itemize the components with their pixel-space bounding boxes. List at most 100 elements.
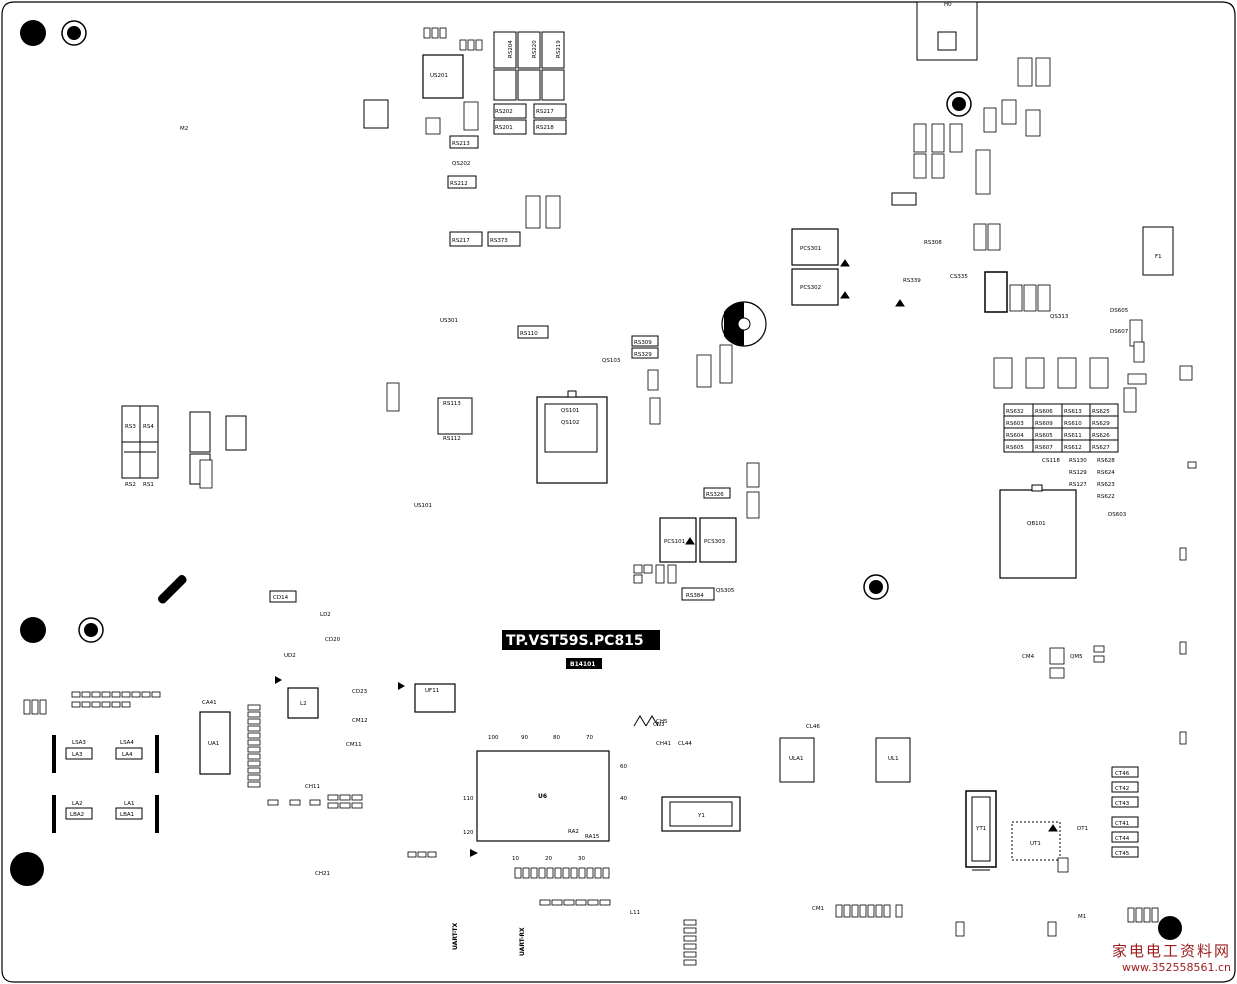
ic-us201 <box>422 54 464 99</box>
main-ic-ra2: RA2 <box>568 829 579 835</box>
pin-10: 10 <box>512 856 519 862</box>
ic-uf11 <box>414 683 456 713</box>
silkscreen-label: RS625 <box>1092 409 1110 415</box>
silkscreen-label: RS217 <box>536 109 554 115</box>
silkscreen-label: QS202 <box>452 161 470 167</box>
y1-label: Y1 <box>697 813 705 819</box>
ud2-label: UD2 <box>284 653 296 659</box>
silkscreen-label: RS622 <box>1097 494 1115 500</box>
flash-label: UA1 <box>208 741 219 747</box>
silkscreen-label: CA41 <box>202 700 217 706</box>
silkscreen-label: RS628 <box>1097 458 1115 464</box>
silkscreen-label: CM4 <box>1022 654 1035 660</box>
silkscreen-label: LA4 <box>122 752 133 758</box>
silkscreen-label: CD14 <box>273 595 289 601</box>
qs102-label: QS102 <box>561 420 579 426</box>
tuner-ul1 <box>875 737 911 783</box>
pcs101-label: PCS101 <box>664 539 685 545</box>
silkscreen-label: LA3 <box>72 752 83 758</box>
silkscreen-label: CT45 <box>1115 851 1130 857</box>
silkscreen-label: LA1 <box>124 801 134 807</box>
silkscreen-label: QS103 <box>602 358 621 364</box>
connector-h0: H0 <box>916 1 978 61</box>
silkscreen-label: QM5 <box>1070 654 1083 660</box>
silkscreen-label: CS335 <box>950 274 968 280</box>
silkscreen-label: DS607 <box>1110 329 1129 335</box>
silkscreen-label: RS632 <box>1006 409 1024 415</box>
pin-60: 60 <box>620 764 627 770</box>
board-subtitle: B14101 <box>570 661 595 668</box>
pcs302-label: PCS302 <box>800 285 821 291</box>
board-title-block: TP.VST59S.PC815 B14101 <box>502 630 660 669</box>
silkscreen-label: RS127 <box>1069 482 1087 488</box>
left-la-block: LSA3 LA3 LSA4 LA4 LA2 LBA2 LA1 LBA1 CA41 <box>52 700 217 833</box>
pin-80: 80 <box>553 735 560 741</box>
silkscreen-label: RS204 <box>508 40 514 58</box>
hole-label-m2: M2 <box>180 126 188 132</box>
silkscreen-label: CH41 <box>656 741 671 747</box>
watermark-title: 家电电工资料网 <box>1111 942 1231 960</box>
silkscreen-label: RS605 <box>1006 445 1024 451</box>
yt1-label: YT1 <box>975 826 986 832</box>
electrolytic-cap-zs301 <box>721 301 767 347</box>
silkscreen-label: CM12 <box>352 718 368 724</box>
ut1-label: UT1 <box>1030 841 1041 847</box>
qb101-label: QB101 <box>1027 521 1046 527</box>
silkscreen-label: RS3 <box>125 424 136 430</box>
ut1-outline <box>1011 821 1061 861</box>
silkscreen-label: RS627 <box>1092 445 1110 451</box>
watermark-url: www.352558561.cn <box>1122 961 1231 974</box>
main-ic-ra15: RA15 <box>585 834 600 840</box>
connector-cn3: CN3 <box>653 722 665 728</box>
silkscreen-label: DS605 <box>1110 308 1129 314</box>
board-title: TP.VST59S.PC815 <box>506 633 644 649</box>
mid-labels: RS110 QS103 RS309 RS329 RS113 RS112 US10… <box>414 192 1069 601</box>
silkscreen-label: RS605 <box>1035 433 1053 439</box>
silkscreen-label: LBA2 <box>70 812 84 818</box>
silkscreen-label: RS611 <box>1064 433 1082 439</box>
silkscreen-label: CL44 <box>678 741 692 747</box>
f1-label: F1 <box>1155 254 1162 260</box>
silkscreen-label: LD2 <box>320 612 331 618</box>
silkscreen-label: CT42 <box>1115 786 1129 792</box>
pin-120: 120 <box>463 830 474 836</box>
silkscreen-label: CT46 <box>1115 771 1130 777</box>
silkscreen-label: RS623 <box>1097 482 1115 488</box>
top-resistor-cluster <box>363 31 567 247</box>
silkscreen-label: RS212 <box>450 181 468 187</box>
silkscreen-label: US301 <box>440 318 458 324</box>
silkscreen-label: RS384 <box>686 593 704 599</box>
heatsink-qs101: QS101 QS102 <box>536 390 608 484</box>
main-ic-label: U6 <box>538 793 547 800</box>
pin-30: 30 <box>578 856 585 862</box>
us201-label: US201 <box>430 73 448 79</box>
silkscreen-label: LBA1 <box>120 812 134 818</box>
watermark: 家电电工资料网 www.352558561.cn <box>1112 940 1231 974</box>
silkscreen-lines <box>124 259 1058 871</box>
silkscreen-label: RS624 <box>1097 470 1115 476</box>
uf11-label: UF11 <box>425 688 439 694</box>
crystal-y1: Y1 <box>661 796 741 832</box>
pin-100: 100 <box>488 735 499 741</box>
silkscreen-label: DT1 <box>1077 826 1088 832</box>
silkscreen-label: RS309 <box>634 340 652 346</box>
silkscreen-label: CD23 <box>352 689 368 695</box>
bottom-labels: CD14 LD2 CD20 CD23 CM12 CM11 CH11 CH21 C… <box>269 590 1139 916</box>
silkscreen-label: QS313 <box>1050 314 1069 320</box>
silkscreen-label: QS305 <box>716 588 735 594</box>
silkscreen-label: RS130 <box>1069 458 1087 464</box>
uart-rx-label: UART-RX <box>519 927 526 956</box>
pin-70: 70 <box>586 735 593 741</box>
silkscreen-label: CD20 <box>325 637 341 643</box>
silkscreen-label: RS629 <box>1092 421 1110 427</box>
pin-20: 20 <box>545 856 552 862</box>
silkscreen-label: RS129 <box>1069 470 1087 476</box>
fuse-f1 <box>1142 226 1174 276</box>
silkscreen-label: RS326 <box>706 492 724 498</box>
heatsink-qb101: QB101 <box>999 484 1077 579</box>
ul1-label: UL1 <box>888 756 899 762</box>
silkscreen-label: US101 <box>414 503 432 509</box>
silkscreen-label: RS339 <box>903 278 921 284</box>
pcs-inductors: PCS301 PCS302 PCS101 PCS303 <box>659 228 839 563</box>
silkscreen-label: RS113 <box>443 401 461 407</box>
